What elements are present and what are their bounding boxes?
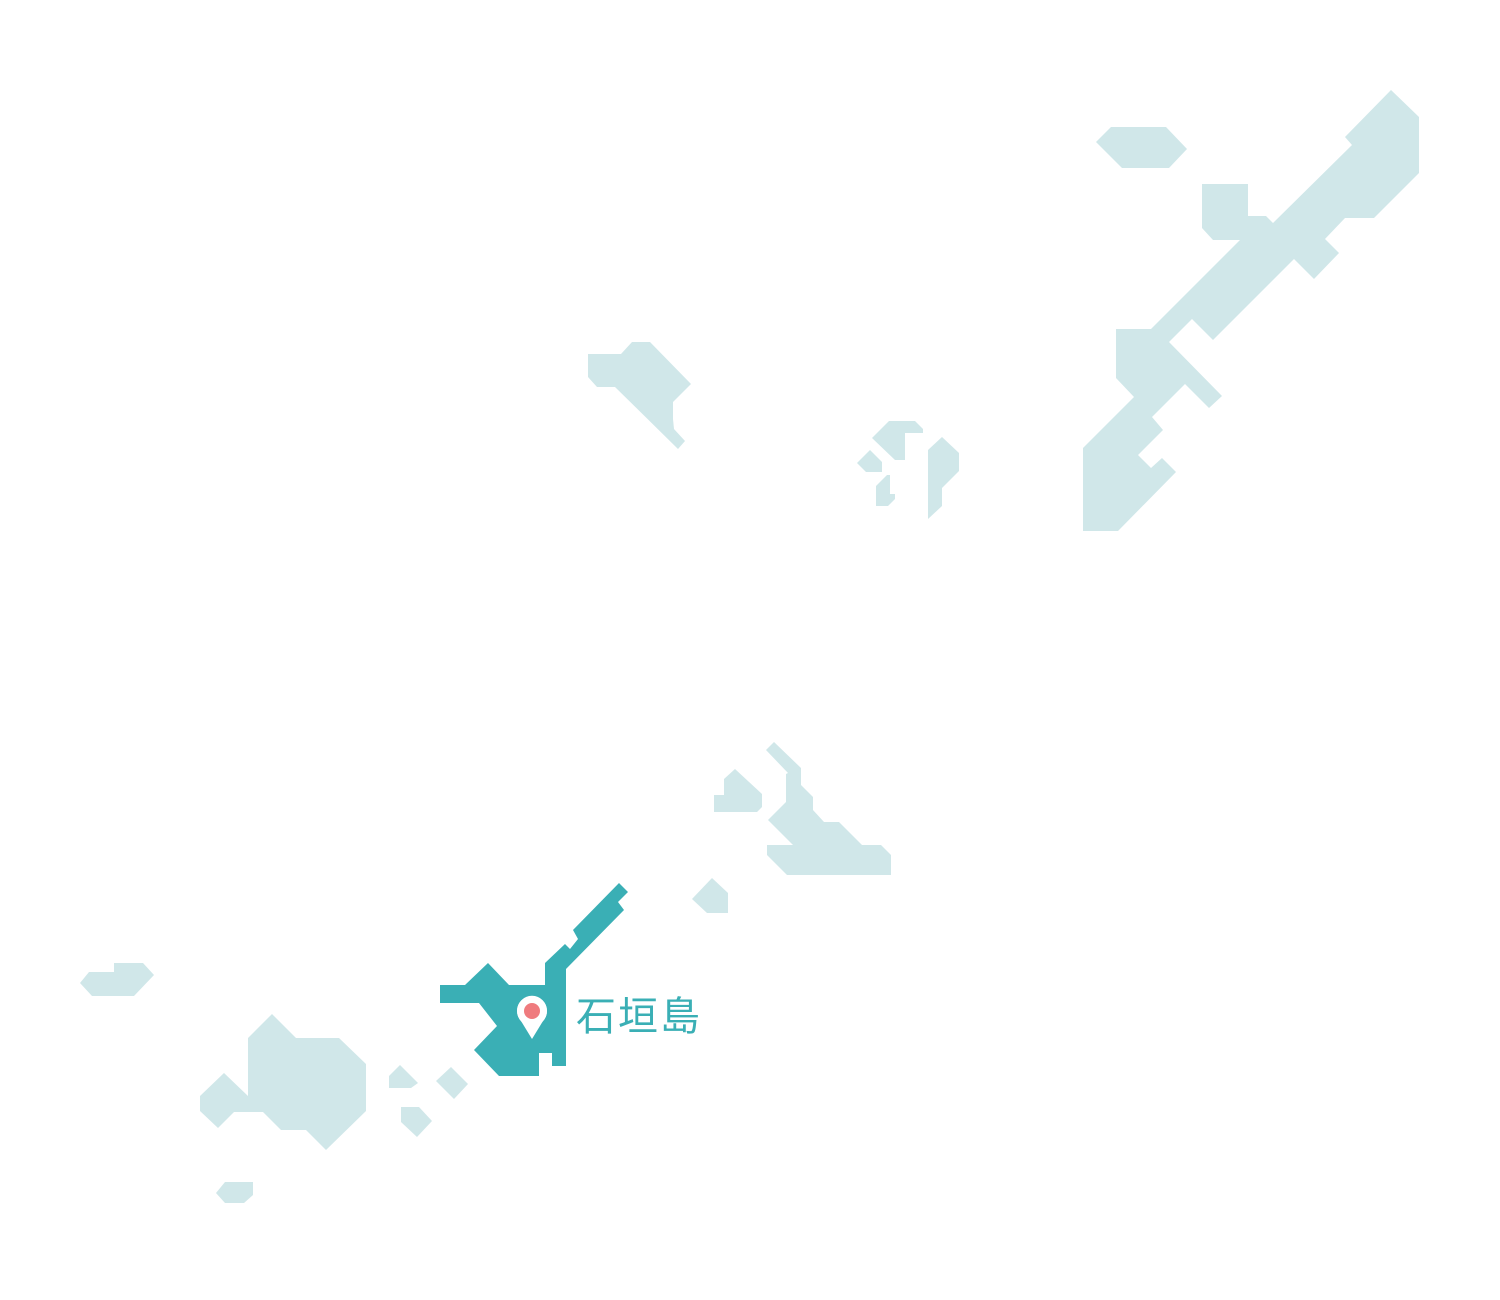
island-ikema[interactable] <box>714 769 762 812</box>
island-kume[interactable] <box>588 342 691 449</box>
island-okinawa-main[interactable] <box>1083 90 1419 531</box>
island-kerama-c[interactable] <box>876 475 895 506</box>
island-iriomote[interactable] <box>200 1014 366 1150</box>
island-yonaguni[interactable] <box>80 963 154 996</box>
island-kerama-b[interactable] <box>857 450 882 472</box>
map-pin-icon[interactable] <box>517 995 547 1039</box>
pin-dot <box>524 1003 540 1019</box>
island-hateruma[interactable] <box>216 1182 253 1203</box>
island-taketomi-a[interactable] <box>389 1065 418 1088</box>
island-ishigaki[interactable] <box>440 883 628 1076</box>
island-miyako[interactable] <box>766 742 891 875</box>
island-kuroshima[interactable] <box>401 1107 432 1137</box>
island-iheya[interactable] <box>1096 127 1187 168</box>
selected-island-label[interactable]: 石垣島 <box>576 994 702 1040</box>
island-taketomi-b[interactable] <box>436 1067 468 1099</box>
island-kerama-a[interactable] <box>872 421 923 460</box>
island-kerama-d[interactable] <box>928 437 959 519</box>
island-tarama[interactable] <box>692 878 728 913</box>
